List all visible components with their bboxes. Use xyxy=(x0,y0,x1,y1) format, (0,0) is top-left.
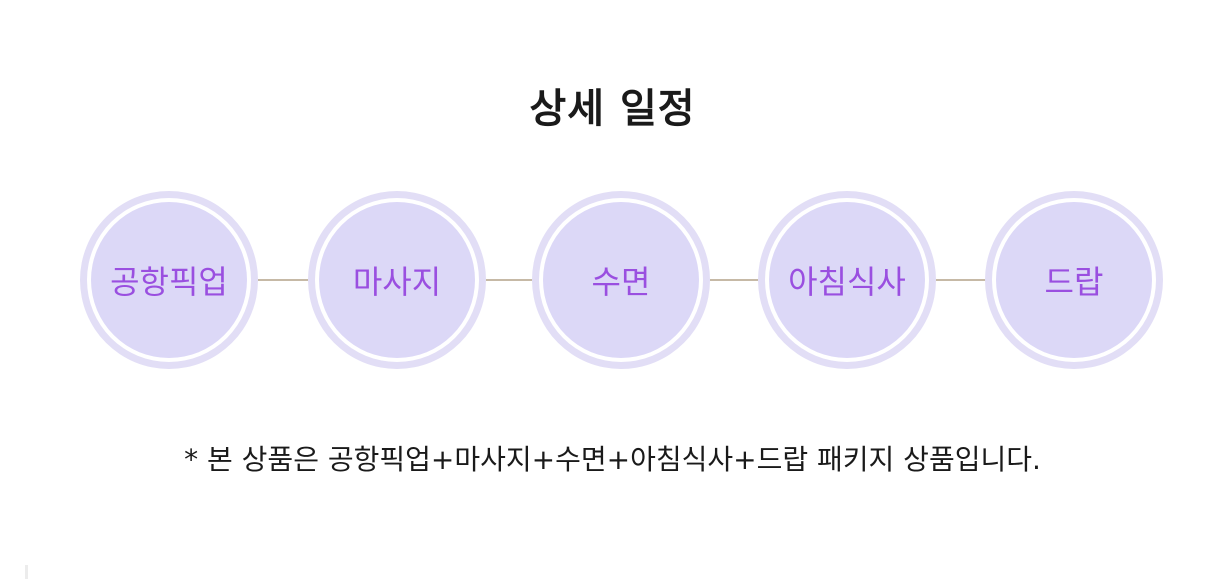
step-massage: 마사지 xyxy=(308,191,486,369)
package-note: * 본 상품은 공항픽업+마사지+수면+아침식사+드랍 패키지 상품입니다. xyxy=(184,443,1041,476)
step-label: 마사지 xyxy=(352,263,442,301)
step-drop: 드랍 xyxy=(985,191,1163,369)
step-label: 수면 xyxy=(591,263,651,301)
step-airport-pickup: 공항픽업 xyxy=(80,191,258,369)
schedule-title: 상세 일정 xyxy=(529,86,696,132)
step-connector xyxy=(486,279,532,281)
step-label: 공항픽업 xyxy=(110,263,228,301)
step-sleep: 수면 xyxy=(532,191,710,369)
step-connector xyxy=(258,279,308,281)
step-connector xyxy=(710,279,758,281)
step-connector xyxy=(936,279,986,281)
step-label: 아침식사 xyxy=(788,263,906,301)
step-label: 드랍 xyxy=(1044,263,1104,301)
step-breakfast: 아침식사 xyxy=(758,191,936,369)
scroll-edge-mark xyxy=(25,565,28,579)
